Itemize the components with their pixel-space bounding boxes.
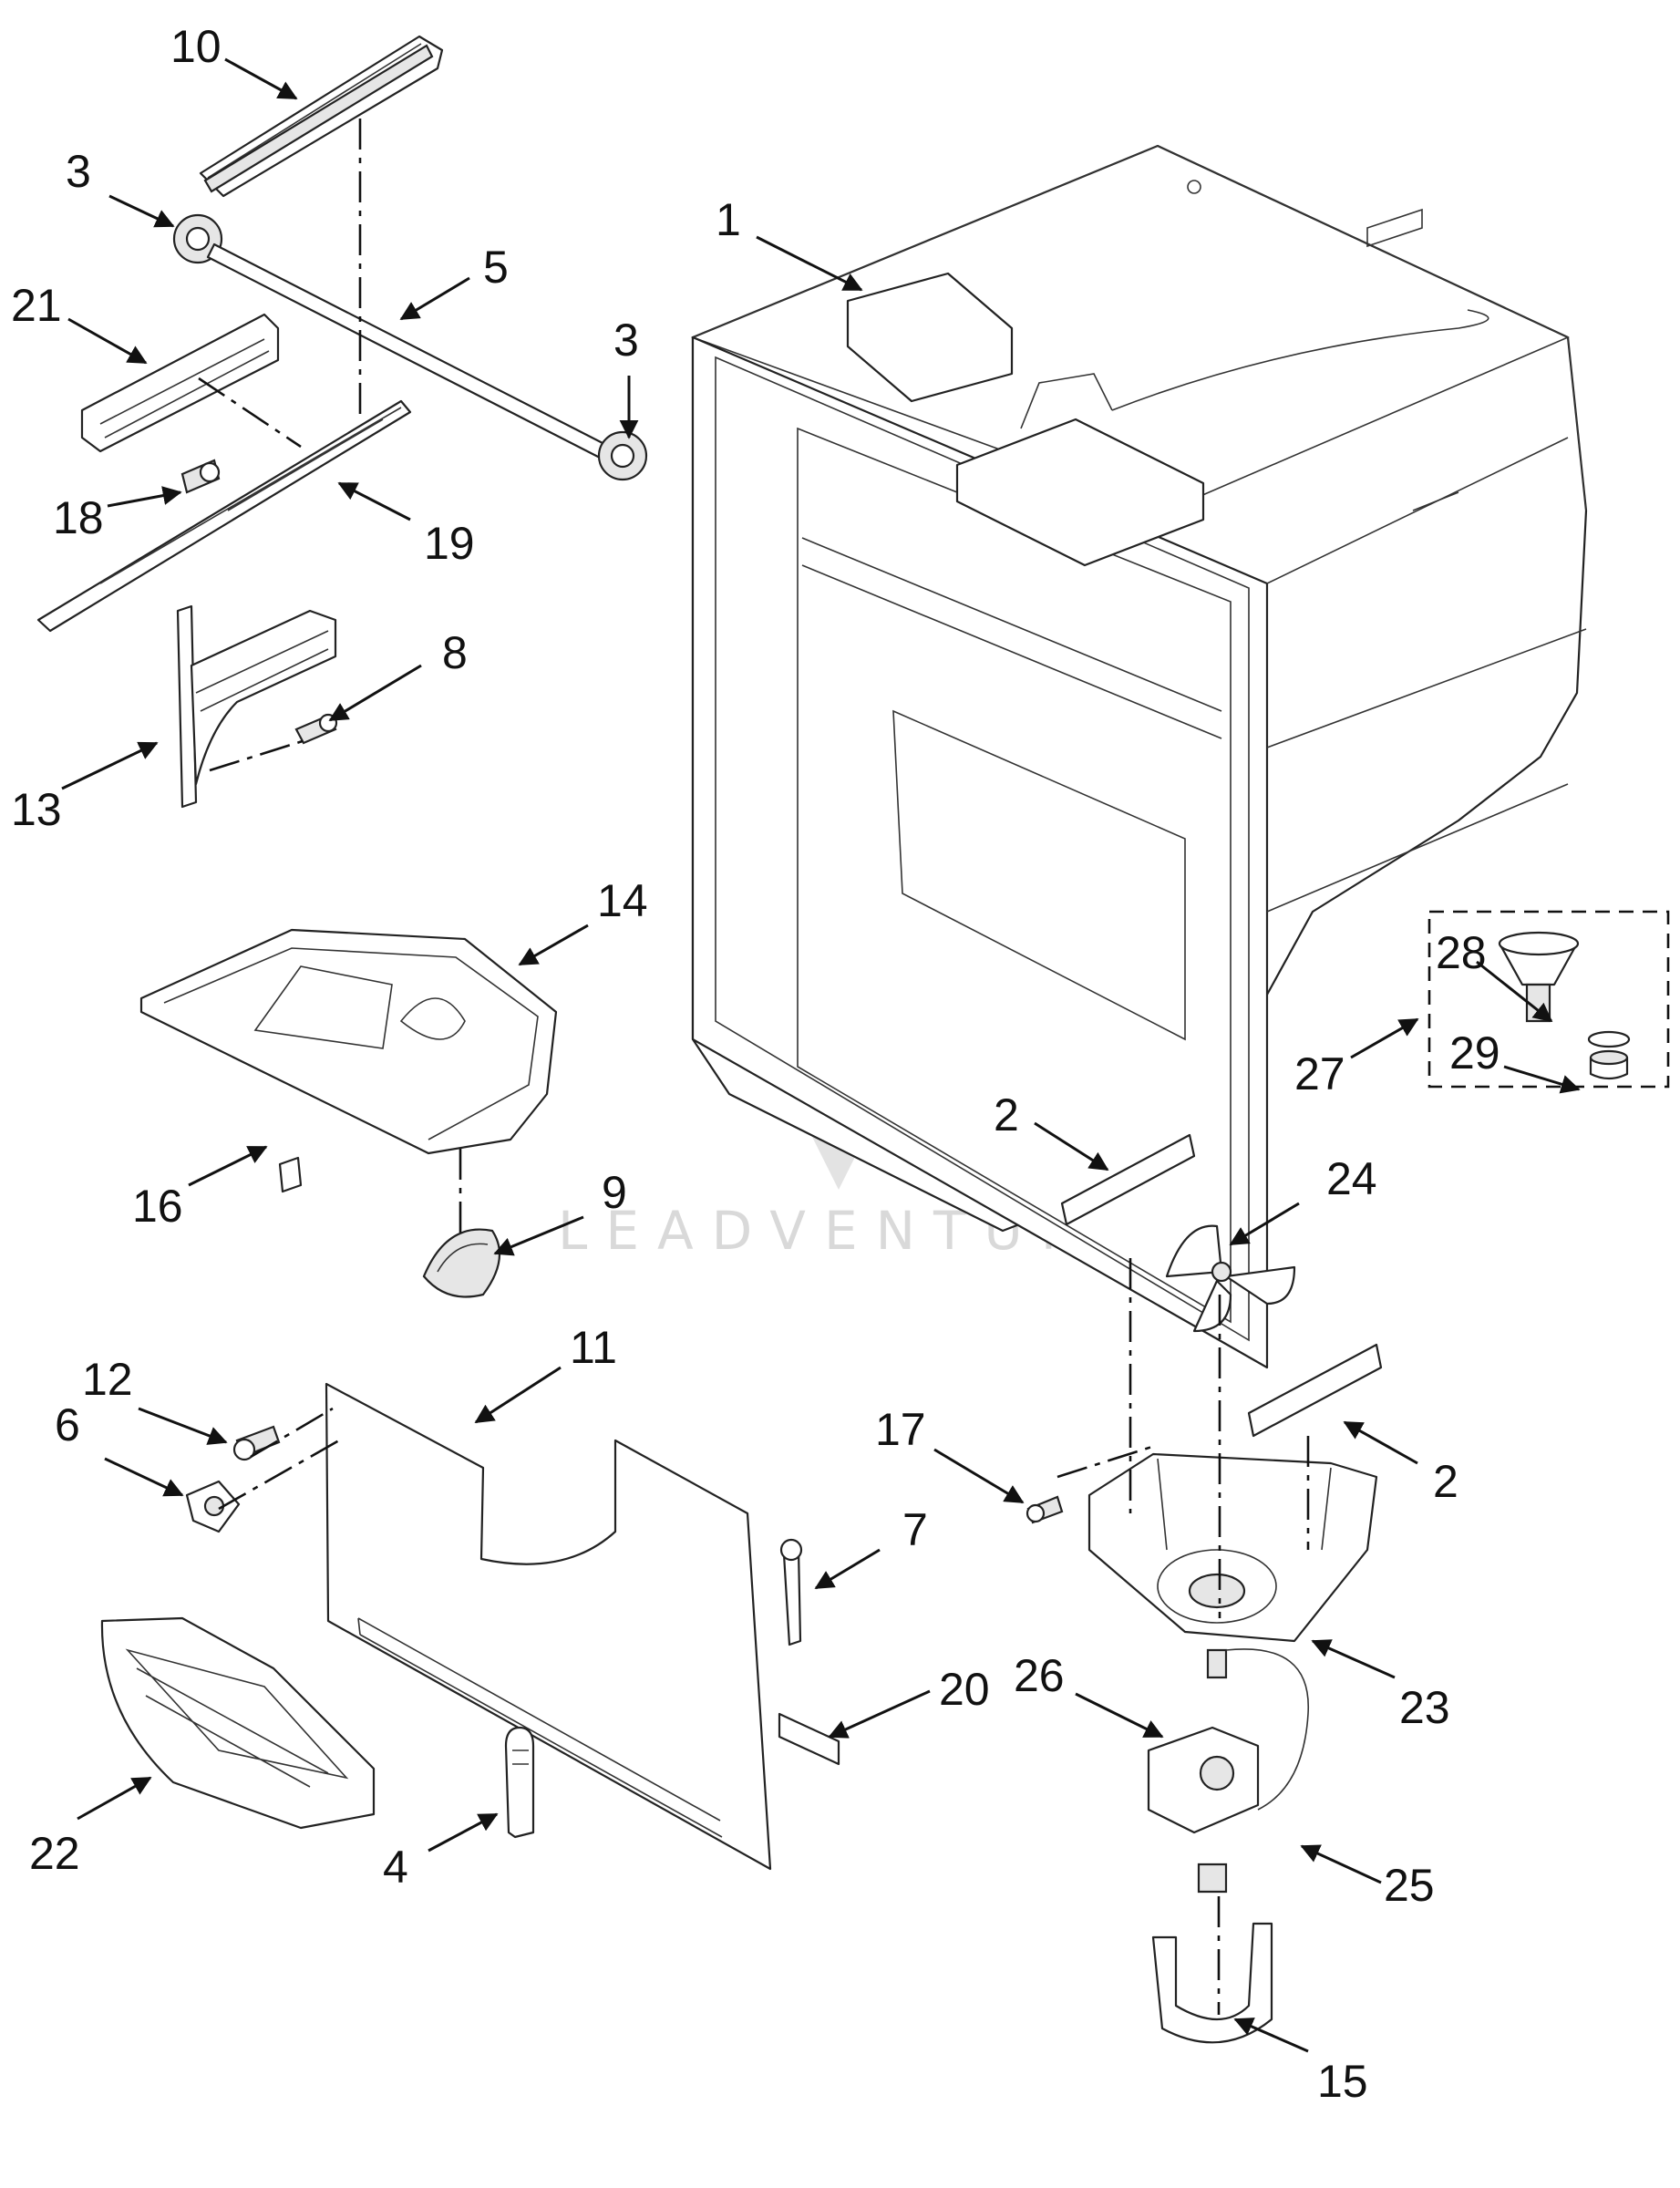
part-11-rear-panel — [325, 1382, 772, 1871]
callout-28: 28 — [1436, 927, 1487, 978]
part-2-lower-foam — [1247, 1343, 1383, 1438]
callout-27: 27 — [1294, 1048, 1345, 1099]
part-16-clip — [278, 1156, 303, 1193]
part-29-gasket — [1587, 1030, 1631, 1080]
callout-18: 18 — [53, 492, 104, 543]
callout-labels: 10 3 21 5 3 18 19 8 13 1 14 16 9 28 27 2… — [11, 21, 1500, 2107]
part-24-fan-blade — [1165, 1224, 1296, 1333]
callout-29: 29 — [1449, 1027, 1500, 1079]
callout-14: 14 — [597, 875, 648, 926]
part-10-gear-rack — [199, 35, 444, 198]
callout-11: 11 — [570, 1322, 617, 1373]
part-4-clip — [504, 1726, 535, 1839]
part-13-side-bracket — [176, 604, 337, 809]
part-23-fan-housing — [1087, 1452, 1378, 1643]
part-15-motor-bracket — [1151, 1922, 1273, 2044]
callout-19: 19 — [424, 518, 475, 569]
callout-2-upper: 2 — [994, 1089, 1019, 1140]
callout-2-lower: 2 — [1433, 1456, 1458, 1507]
part-26-fan-motor — [1147, 1648, 1260, 1894]
callout-22: 22 — [29, 1828, 80, 1879]
callout-5: 5 — [483, 242, 509, 293]
part-6-bracket — [185, 1480, 241, 1533]
part-3-right-gear — [597, 430, 648, 481]
callout-13: 13 — [11, 784, 62, 835]
part-3-left-gear — [172, 213, 223, 264]
part-7-thermistor — [779, 1538, 803, 1646]
callout-17: 17 — [875, 1404, 926, 1455]
callout-9: 9 — [602, 1167, 627, 1218]
callout-15: 15 — [1317, 2056, 1368, 2107]
callout-16: 16 — [132, 1181, 183, 1232]
callout-7: 7 — [902, 1504, 928, 1555]
part-12-screw — [232, 1425, 281, 1461]
part-1-freezer-liner — [690, 144, 1588, 1369]
callout-10: 10 — [170, 21, 222, 72]
part-28-drain-cap — [1498, 931, 1580, 1023]
leader-arrows — [61, 57, 1581, 2053]
callout-12: 12 — [82, 1354, 133, 1405]
part-2-upper-foam — [1060, 1133, 1196, 1226]
callout-26: 26 — [1014, 1650, 1065, 1701]
part-9-damper — [422, 1228, 501, 1298]
callout-3-right: 3 — [613, 315, 639, 366]
part-8-clip — [294, 713, 338, 745]
part-27-drain-assembly-box — [1427, 910, 1670, 1089]
callout-3-left: 3 — [66, 146, 91, 197]
part-19-rail — [36, 399, 412, 633]
part-25-wire-harness — [1225, 1648, 1309, 1811]
callout-21: 21 — [11, 280, 62, 331]
callout-20: 20 — [939, 1664, 990, 1715]
callout-4: 4 — [383, 1842, 408, 1893]
callout-1: 1 — [716, 194, 741, 245]
callout-24: 24 — [1326, 1153, 1377, 1204]
part-20-foam-block — [778, 1712, 840, 1766]
part-22-grille — [100, 1616, 376, 1830]
part-14-basket — [139, 928, 558, 1155]
assembly-lines — [198, 119, 1310, 2015]
part-17-screw — [1026, 1495, 1064, 1524]
callout-6: 6 — [55, 1399, 80, 1450]
part-21-slide-bracket — [80, 313, 280, 453]
callout-25: 25 — [1384, 1860, 1435, 1911]
part-18-screw — [180, 459, 221, 494]
callout-8: 8 — [442, 627, 468, 678]
callout-23: 23 — [1399, 1682, 1450, 1733]
